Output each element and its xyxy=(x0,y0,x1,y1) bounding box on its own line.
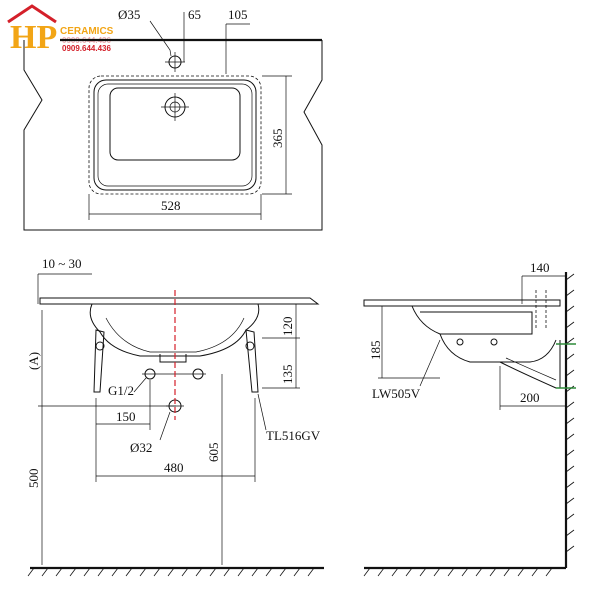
dim-480: 480 xyxy=(164,460,184,475)
counter-right-break xyxy=(300,40,323,231)
bracket-right xyxy=(245,329,259,393)
dim-200: 200 xyxy=(520,390,540,405)
logo-word: CERAMICS xyxy=(60,26,114,37)
dim-120: 120 xyxy=(280,317,295,337)
dim-500: 500 xyxy=(26,469,41,489)
counter-left-break xyxy=(23,40,300,231)
dim-185: 185 xyxy=(368,341,383,361)
dim-o32: Ø32 xyxy=(130,440,152,455)
basin-outer-2 xyxy=(97,83,253,187)
dim-10-30: 10 ~ 30 xyxy=(42,256,82,271)
logo-letters: HP xyxy=(10,19,57,56)
house-icon xyxy=(7,4,57,24)
side-bracket xyxy=(499,340,561,389)
dim-135: 135 xyxy=(280,365,295,385)
dim-528: 528 xyxy=(161,198,181,213)
dim-65: 65 xyxy=(188,7,201,22)
side-view: 140 185 LW505V 200 xyxy=(363,260,576,577)
top-view: Ø35 65 105 365 528 xyxy=(23,7,323,231)
side-countertop xyxy=(363,299,561,307)
dim-A: (A) xyxy=(26,352,41,370)
basin-bowl xyxy=(109,87,241,161)
dim-hole-diameter: Ø35 xyxy=(118,7,140,22)
dim-150: 150 xyxy=(116,409,136,424)
bracket-left xyxy=(93,329,105,393)
label-basin-model: LW505V xyxy=(372,386,421,401)
front-view: 10 ~ 30 (A) 500 120 135 G1/2 150 Ø32 480… xyxy=(26,256,324,577)
dim-605: 605 xyxy=(206,443,221,463)
logo-phone-2: 0909.644.436 xyxy=(62,44,111,53)
label-bracket-model: TL516GV xyxy=(266,428,321,443)
dim-g12: G1/2 xyxy=(108,383,134,398)
dim-105: 105 xyxy=(228,7,248,22)
side-basin-profile xyxy=(411,305,533,335)
basin-outer xyxy=(93,79,257,191)
basin-front-shell xyxy=(89,303,260,357)
dim-140: 140 xyxy=(530,260,550,275)
countertop-slab xyxy=(39,297,320,305)
dim-365: 365 xyxy=(270,129,285,149)
